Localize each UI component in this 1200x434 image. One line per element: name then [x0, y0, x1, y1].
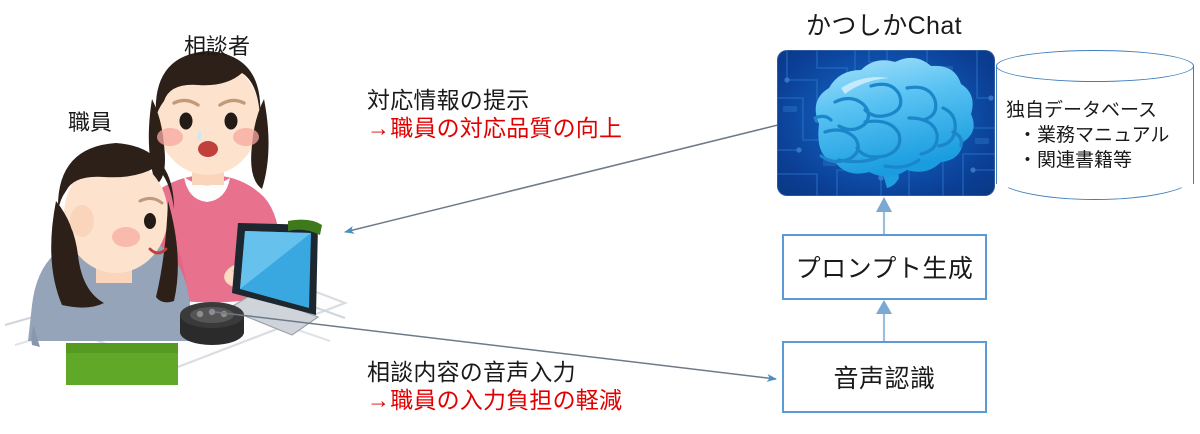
- annotation-top-line1: 対応情報の提示: [367, 87, 530, 113]
- staff-label: 職員: [68, 110, 113, 135]
- staff-figure: [28, 143, 194, 385]
- annotation-top-line2: →職員の対応品質の向上: [367, 115, 623, 142]
- laptop: [226, 219, 322, 336]
- database-item-1: ・関連書籍等: [1018, 150, 1133, 172]
- arrow-response-to-staff: [344, 121, 791, 234]
- arrow-prompt-to-chat: [876, 197, 892, 234]
- microphone-device: [180, 302, 244, 345]
- circuit-board-pattern: [777, 50, 995, 196]
- app-title: かつしかChat: [806, 12, 963, 40]
- annotation-top: 対応情報の提示 →職員の対応品質の向上: [367, 86, 622, 142]
- cylinder-top-ellipse: [996, 50, 1194, 82]
- prompt-generation-label: プロンプト生成: [795, 255, 974, 283]
- prompt-generation-box[interactable]: プロンプト生成: [782, 234, 987, 300]
- annotation-bottom: 相談内容の音声入力 →職員の入力負担の軽減: [367, 358, 622, 414]
- ai-brain-panel: [777, 50, 995, 196]
- people-illustration-svg: [4, 51, 349, 385]
- speech-recognition-label: 音声認識: [833, 365, 936, 393]
- annotation-bottom-line2: →職員の入力負担の軽減: [367, 387, 623, 414]
- database-cylinder: 独自データベース ・業務マニュアル ・関連書籍等: [996, 50, 1194, 200]
- client-label: 相談者: [184, 34, 251, 59]
- speech-recognition-box[interactable]: 音声認識: [782, 341, 987, 413]
- cylinder-bottom-arc: [996, 154, 1194, 200]
- database-item-0: ・業務マニュアル: [1018, 125, 1170, 147]
- arrow-voice-to-recognition: [214, 311, 777, 382]
- annotation-bottom-line1: 相談内容の音声入力: [367, 359, 576, 385]
- brain-icon: [813, 57, 974, 188]
- people-illustration: [0, 25, 350, 415]
- database-title: 独自データベース: [1006, 100, 1158, 121]
- arrow-speech-to-prompt: [876, 300, 892, 341]
- database-text-block: 独自データベース ・業務マニュアル ・関連書籍等: [1006, 98, 1194, 173]
